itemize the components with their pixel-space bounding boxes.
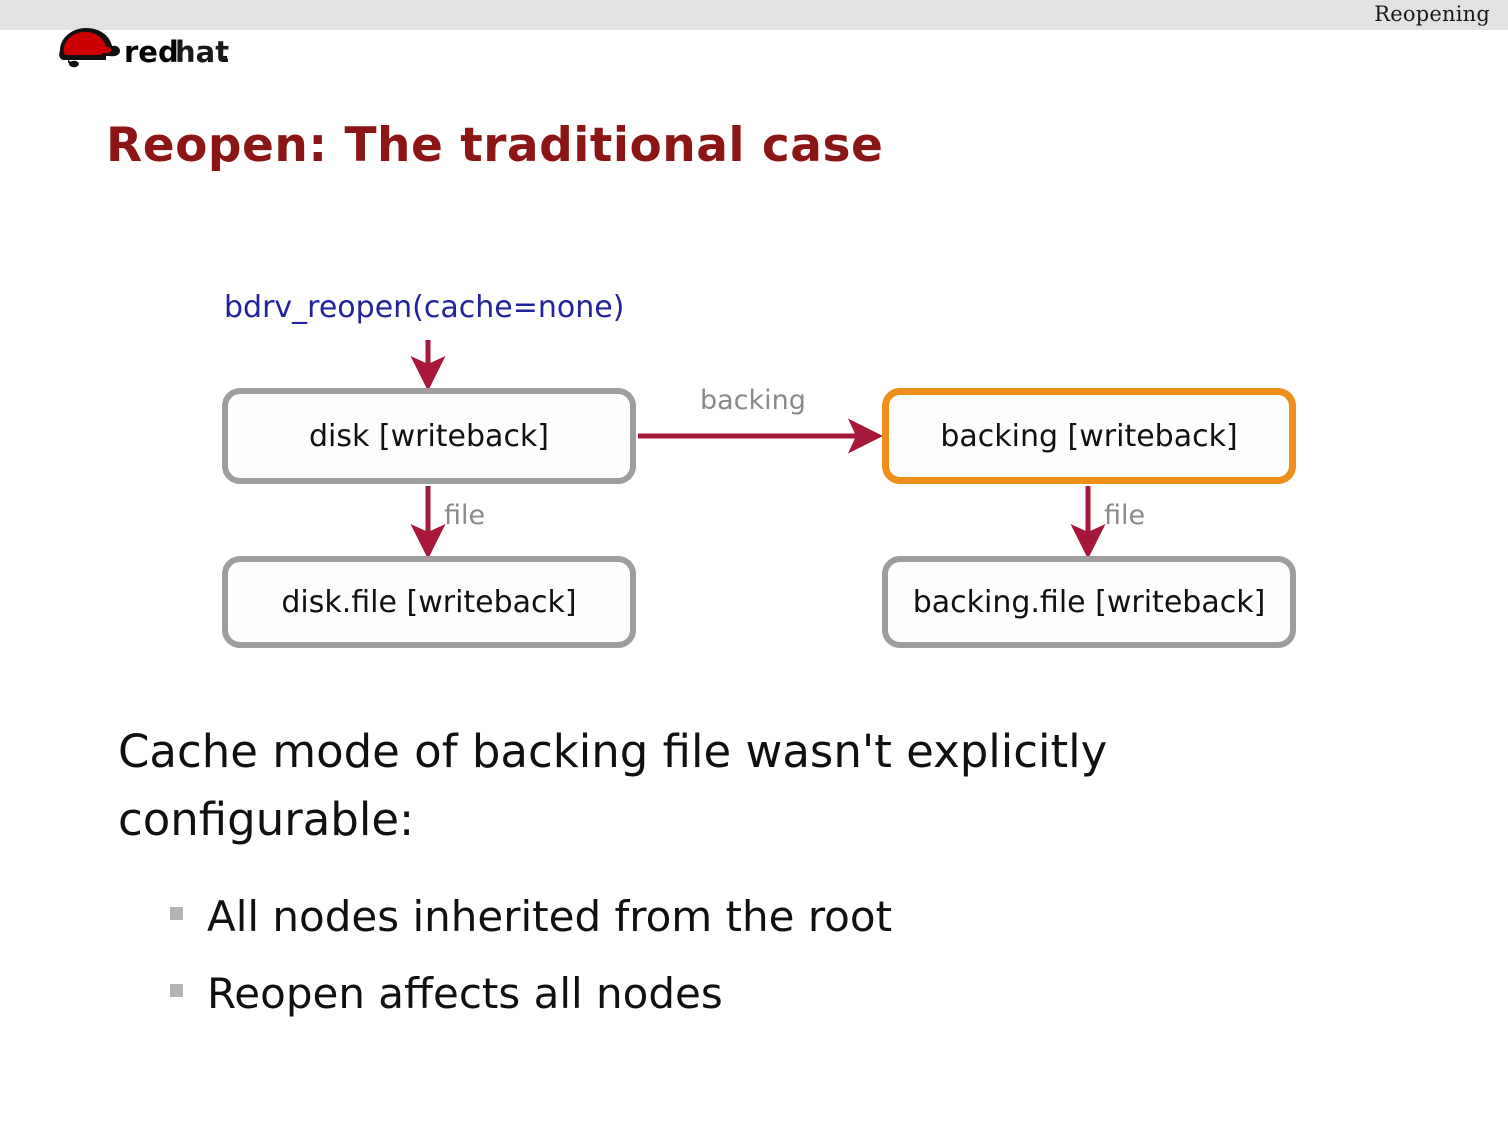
node-disk-label: disk [writeback]: [308, 418, 550, 454]
node-backing-file[interactable]: backing.file [writeback]: [882, 556, 1296, 648]
node-disk[interactable]: disk [writeback]: [222, 388, 636, 484]
logo-period: [222, 56, 227, 62]
edge-label-file-right: file: [1104, 500, 1146, 531]
node-backing-label: backing [writeback]: [940, 418, 1238, 454]
bdrv-reopen-call-label: bdrv_reopen(cache=none): [224, 290, 625, 325]
page-title: Reopen: The traditional case: [106, 118, 884, 173]
list-item-label: Reopen affects all nodes: [207, 969, 723, 1018]
logo-word-red: red: [124, 35, 179, 69]
header-bar: [0, 0, 1508, 30]
block-graph-diagram: bdrv_reopen(cache=none) disk [writeback]…: [222, 290, 1296, 648]
logo-word-hat: hat: [175, 35, 229, 69]
bullet-list: All nodes inherited from the root Reopen…: [170, 892, 1320, 1046]
shadowman-icon: [59, 28, 120, 68]
node-backing[interactable]: backing [writeback]: [882, 388, 1296, 484]
list-item: Reopen affects all nodes: [170, 969, 1320, 1018]
edge-label-backing: backing: [700, 385, 806, 416]
square-bullet-icon: [170, 984, 183, 997]
node-disk-file[interactable]: disk.file [writeback]: [222, 556, 636, 648]
list-item: All nodes inherited from the root: [170, 892, 1320, 941]
redhat-logo: red hat: [44, 20, 254, 72]
section-title: Reopening: [1374, 2, 1490, 26]
diagram-edges: [410, 340, 1106, 560]
list-item-label: All nodes inherited from the root: [207, 892, 893, 941]
body-paragraph: Cache mode of backing file wasn't explic…: [118, 725, 1108, 847]
square-bullet-icon: [170, 907, 183, 920]
redhat-logo-svg: red hat: [59, 28, 229, 69]
edge-label-file-left: file: [444, 500, 486, 531]
node-backing-file-label: backing.file [writeback]: [912, 584, 1266, 620]
node-disk-file-label: disk.file [writeback]: [281, 584, 577, 620]
